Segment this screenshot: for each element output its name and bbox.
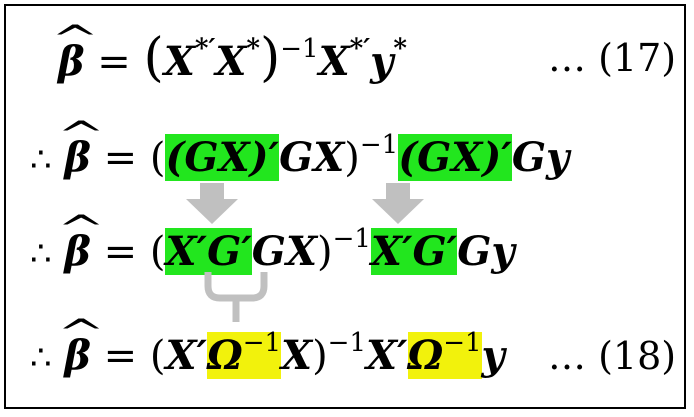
highlight-gx-transpose-2: (GX)′ [398, 134, 512, 181]
x-transpose: X′ [366, 332, 408, 379]
inverse-exponent: −1 [280, 33, 319, 64]
beta-hat: β [64, 228, 91, 276]
x-star-transpose: X*′ [163, 33, 216, 85]
equation-panel [4, 4, 686, 409]
equation-line-3: ∴ β = (X′G′GX)−1X′G′Gy [30, 226, 515, 278]
beta-hat: β [58, 38, 85, 86]
beta-hat: β [64, 332, 91, 380]
gy-term: Gy [457, 228, 515, 275]
down-arrow-icon [372, 183, 424, 224]
inverse-exponent: −1 [359, 129, 399, 160]
highlight-gx-transpose-1: (GX)′ [165, 134, 280, 181]
x-term: X [281, 332, 313, 379]
equation-18: ∴ β = (X′Ω−1X)−1X′Ω−1y [30, 327, 505, 382]
down-arrow-icon [186, 183, 238, 224]
equation-line-2: ∴ β = ((GX)′GX)−1(GX)′Gy [30, 132, 570, 184]
equation-number-18: … (18) [548, 334, 677, 378]
inverse-exponent: −1 [332, 223, 371, 254]
y-term: y [481, 332, 505, 379]
highlight-omega-inverse-1: Ω−1 [207, 327, 282, 379]
therefore-symbol: ∴ [30, 338, 52, 378]
highlight-omega-inverse-2: Ω−1 [407, 327, 482, 379]
x-star: X* [215, 33, 260, 85]
merge-brace-icon [204, 272, 268, 322]
inverse-exponent: −1 [327, 327, 366, 358]
highlight-xg-transpose-1: X′G′ [165, 228, 252, 275]
therefore-symbol: ∴ [30, 140, 52, 180]
beta-hat: β [64, 134, 91, 182]
gy-term: Gy [511, 134, 570, 181]
therefore-symbol: ∴ [30, 234, 52, 274]
gx-term: GX [279, 134, 345, 181]
equation-17: β = (X*′X*)−1X*′y* [58, 32, 407, 86]
highlight-xg-transpose-2: X′G′ [370, 228, 458, 275]
gx-term: GX [251, 228, 317, 275]
x-transpose: X′ [165, 332, 208, 379]
equation-number-17: … (17) [548, 36, 677, 80]
